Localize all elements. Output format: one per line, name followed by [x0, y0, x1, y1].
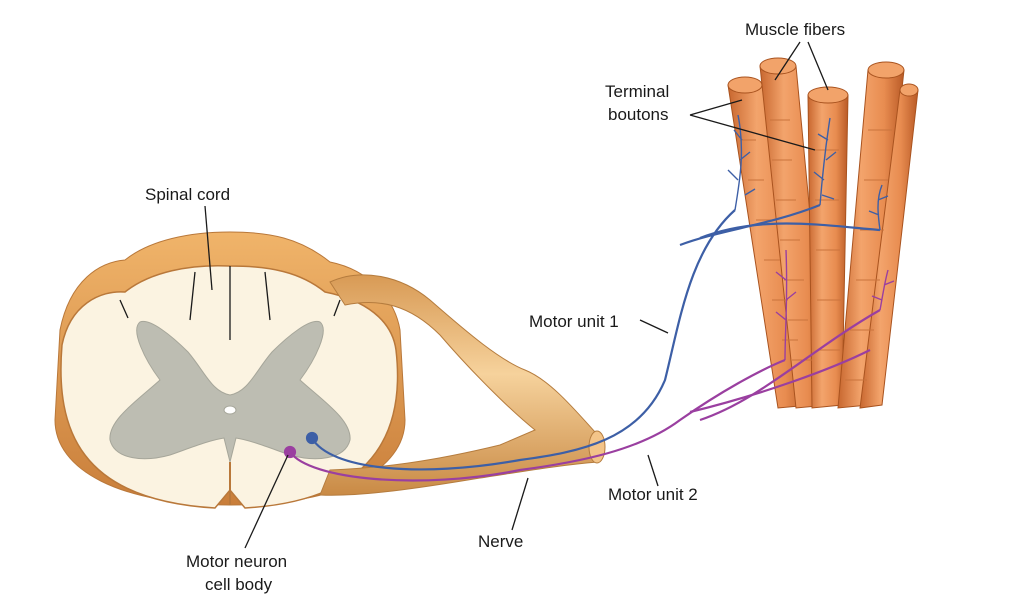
fiber-striations [740, 119, 892, 381]
ventral-root [319, 274, 599, 496]
leader-motor-neuron [244, 454, 289, 549]
label-nerve: Nerve [478, 477, 529, 551]
label-spinal-cord-text: Spinal cord [145, 185, 230, 204]
label-motor-neuron-cell-body: Motor neuron cell body [186, 454, 289, 594]
label-motor-unit-2: Motor unit 2 [608, 454, 698, 504]
gray-matter [109, 320, 351, 463]
label-motor-neuron-text: Motor neuron [186, 552, 287, 571]
spinal-cord [54, 231, 406, 509]
label-terminal-boutons: Terminal boutons [605, 82, 816, 151]
motor-unit-1-axon [305, 114, 889, 471]
label-boutons-text: boutons [608, 105, 669, 124]
central-canal [223, 405, 237, 415]
label-cell-body-text: cell body [205, 575, 273, 594]
dorsal-septum-lines [119, 266, 341, 340]
label-motor-unit-1-text: Motor unit 1 [529, 312, 619, 331]
label-motor-unit-2-text: Motor unit 2 [608, 485, 698, 504]
muscle-fiber [837, 61, 905, 409]
leader-terminal-boutons [689, 99, 816, 151]
label-muscle-fibers: Muscle fibers [745, 20, 845, 91]
muscle-fibers [727, 57, 919, 409]
label-muscle-fibers-text: Muscle fibers [745, 20, 845, 39]
label-motor-unit-1: Motor unit 1 [529, 312, 669, 334]
motor-unit-2-axon [283, 249, 895, 482]
leader-motor-unit-2 [647, 454, 659, 487]
label-terminal-text: Terminal [605, 82, 669, 101]
label-spinal-cord: Spinal cord [145, 185, 230, 291]
muscle-fiber [859, 83, 919, 409]
leader-muscle-fibers [774, 41, 829, 91]
leader-nerve [511, 477, 529, 531]
leader-motor-unit-1 [639, 319, 669, 334]
label-nerve-text: Nerve [478, 532, 523, 551]
leader-spinal-cord [204, 205, 213, 291]
